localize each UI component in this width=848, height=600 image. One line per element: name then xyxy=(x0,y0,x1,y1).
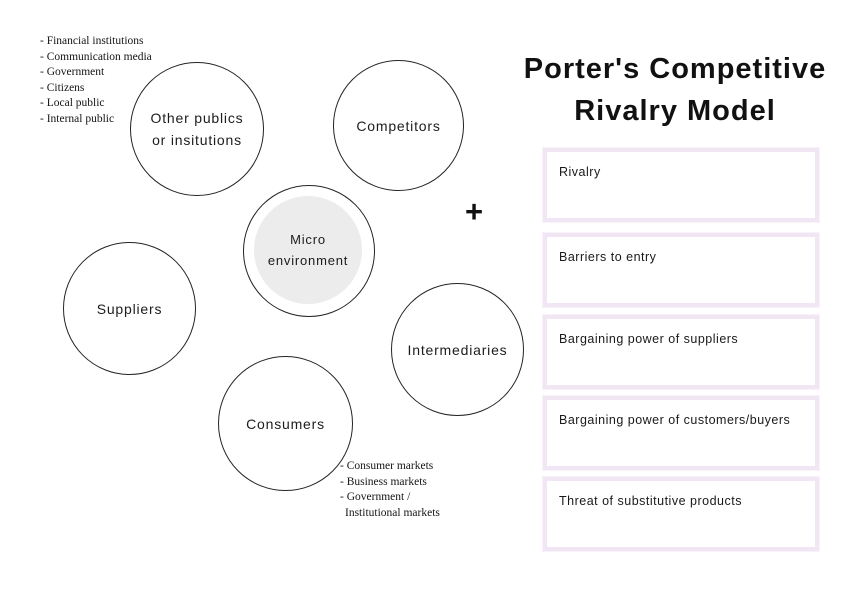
circle-label-competitors: Competitors xyxy=(356,117,441,134)
factor-box-label: Rivalry xyxy=(559,165,601,179)
annotation-line: - Citizens xyxy=(40,81,85,94)
page-title: Porter's Competitive Rivalry Model xyxy=(523,53,827,127)
circle-competitors: Competitors xyxy=(333,60,464,191)
circle-suppliers: Suppliers xyxy=(63,242,196,375)
annotation-line: - Business markets xyxy=(340,475,427,488)
annotation-line: Institutional markets xyxy=(345,506,440,519)
annotation-line: - Local public xyxy=(40,97,105,110)
circle-consumers: Consumers xyxy=(218,356,353,491)
factor-box-rivalry: Rivalry xyxy=(543,148,819,222)
factor-box-bargaining-power-suppliers: Bargaining power of suppliers xyxy=(543,315,819,389)
factor-box-label: Bargaining power of suppliers xyxy=(559,332,739,346)
annotation-line: - Internal public xyxy=(40,112,115,125)
factor-box-threat-substitutive-products: Threat of substitutive products xyxy=(543,477,819,551)
circle-other-publics: Other publics or insitutions xyxy=(130,62,264,196)
factor-box-barriers-to-entry: Barriers to entry xyxy=(543,233,819,307)
micro-environment-fill: Micro environment xyxy=(254,196,362,304)
factor-box-label: Threat of substitutive products xyxy=(559,494,742,508)
annotation-line: - Government / xyxy=(340,491,411,504)
factor-box-bargaining-power-customers: Bargaining power of customers/buyers xyxy=(543,396,819,470)
annotation-line: - Financial institutions xyxy=(40,35,144,47)
circle-label-micro-environment: Micro environment xyxy=(267,232,349,268)
factor-box-label: Bargaining power of customers/buyers xyxy=(559,413,791,427)
annotation-line: - Communication media xyxy=(40,50,152,63)
circle-label-intermediaries: Intermediaries xyxy=(407,341,508,358)
annotation-line: - Consumer markets xyxy=(340,460,434,472)
circle-label-other-publics: Other publics or insitutions xyxy=(150,110,244,148)
annotation-line: - Government xyxy=(40,66,105,79)
factor-box-label: Barriers to entry xyxy=(559,250,657,264)
plus-icon: + xyxy=(464,194,484,229)
other-publics-annotation-list: - Financial institutions - Communication… xyxy=(40,34,152,128)
consumer-markets-annotation-list: - Consumer markets - Business markets - … xyxy=(340,459,440,521)
circle-micro-environment: Micro environment xyxy=(243,185,375,317)
circle-label-suppliers: Suppliers xyxy=(96,300,163,317)
circle-intermediaries: Intermediaries xyxy=(391,283,524,416)
circle-label-consumers: Consumers xyxy=(246,415,325,432)
